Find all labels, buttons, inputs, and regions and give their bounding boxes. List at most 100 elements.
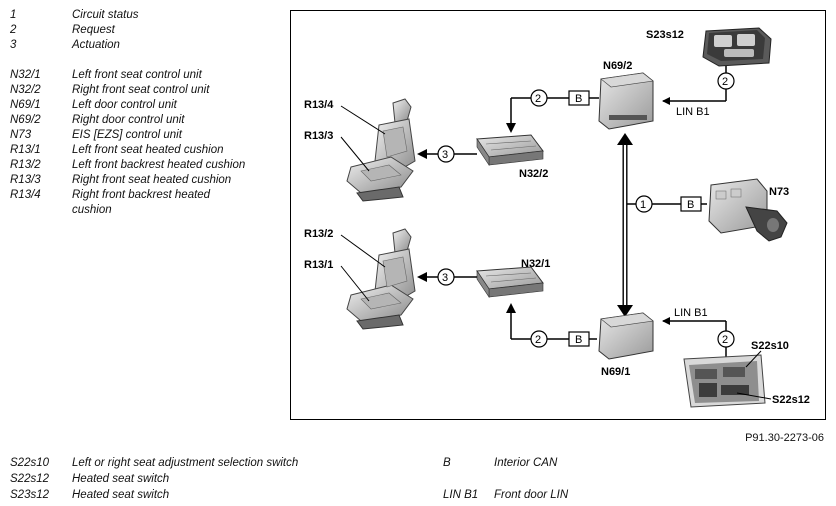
legend-text: Right front seat heated cushion bbox=[72, 174, 232, 186]
r13-1-label: R13/1 bbox=[304, 259, 333, 271]
legend-code: R13/1 bbox=[10, 144, 41, 156]
box-b-n73 bbox=[680, 196, 702, 212]
n32-1-unit bbox=[476, 266, 544, 298]
s23s12-switch bbox=[702, 27, 772, 67]
legend-code: R13/4 bbox=[10, 189, 41, 201]
legend-text: Right front backrest heated cushion bbox=[72, 189, 211, 216]
bottom-legend-code: LIN B1 bbox=[443, 489, 479, 501]
bottom-legend-code: B bbox=[443, 457, 451, 469]
n73-unit bbox=[708, 178, 788, 242]
legend-code: R13/2 bbox=[10, 159, 41, 171]
bottom-legend-text: Left or right seat adjustment selection … bbox=[72, 457, 299, 469]
circle-2-top bbox=[530, 89, 548, 107]
circle-3-top bbox=[437, 145, 455, 163]
circle-2-switch-label: 2 bbox=[722, 76, 728, 88]
lin-b1-top-label: LIN B1 bbox=[676, 106, 710, 118]
circle-1-label: 1 bbox=[640, 199, 646, 211]
legend-text: EIS [EZS] control unit bbox=[72, 129, 182, 141]
legend-row: R13/2 Left front backrest heated cushion bbox=[10, 158, 272, 173]
legend-row: N73 EIS [EZS] control unit bbox=[10, 128, 272, 143]
bottom-legend-code: S22s10 bbox=[10, 457, 50, 469]
circle-2-bottom-label: 2 bbox=[535, 334, 541, 346]
circle-3-top-label: 3 bbox=[442, 149, 448, 161]
diagram-frame: S23s12 2 LIN B1 N69/2 B 2 N32/2 3 R13/4 bbox=[290, 10, 826, 420]
legend-text: Left front seat heated cushion bbox=[72, 144, 224, 156]
r13-2-label: R13/2 bbox=[304, 228, 333, 240]
circle-2-s22-label: 2 bbox=[722, 334, 728, 346]
n69-2-label: N69/2 bbox=[603, 60, 632, 72]
bottom-legend-text: Heated seat switch bbox=[72, 473, 170, 485]
s22s12-label: S22s12 bbox=[772, 394, 810, 406]
s22s10-label: S22s10 bbox=[751, 340, 789, 352]
bottom-legend-row: S22s12 Heated seat switch bbox=[10, 471, 298, 487]
seat-left bbox=[346, 228, 416, 330]
legend-row: N32/2 Right front seat control unit bbox=[10, 83, 272, 98]
legend-row: N69/1 Left door control unit bbox=[10, 98, 272, 113]
n32-1-label: N32/1 bbox=[521, 258, 550, 270]
legend-code: R13/3 bbox=[10, 174, 41, 186]
box-b-n73-label: B bbox=[687, 199, 694, 211]
bottom-legend-right: B Interior CAN LIN B1 Front door LIN bbox=[443, 455, 568, 503]
bottom-legend-left: S22s10 Left or right seat adjustment sele… bbox=[10, 455, 298, 503]
r13-4-label: R13/4 bbox=[304, 99, 334, 111]
circle-2-switch bbox=[717, 72, 735, 90]
legend-row: 1 Circuit status bbox=[10, 8, 272, 23]
figure-reference: P91.30-2273-06 bbox=[745, 432, 824, 444]
legend-text: Actuation bbox=[72, 39, 120, 51]
legend-text: Left front seat control unit bbox=[72, 69, 202, 81]
bottom-legend-text: Heated seat switch bbox=[72, 489, 170, 501]
legend-text: Request bbox=[72, 24, 115, 36]
n69-1-label: N69/1 bbox=[601, 366, 630, 378]
bottom-legend-row: LIN B1 Front door LIN bbox=[443, 487, 568, 503]
legend-code: N69/1 bbox=[10, 99, 41, 111]
box-b-bottom bbox=[568, 331, 590, 347]
r13-3-label: R13/3 bbox=[304, 130, 333, 142]
n69-1-unit bbox=[598, 312, 654, 360]
s23s12-label: S23s12 bbox=[646, 29, 684, 41]
legend-code: N32/1 bbox=[10, 69, 41, 81]
legend-row: 3 Actuation bbox=[10, 38, 272, 53]
legend-code: 3 bbox=[10, 39, 17, 51]
n73-label: N73 bbox=[769, 186, 789, 198]
bottom-legend-row: B Interior CAN bbox=[443, 455, 568, 471]
box-b-top bbox=[568, 90, 590, 106]
legend-row: N69/2 Right door control unit bbox=[10, 113, 272, 128]
legend-code: N32/2 bbox=[10, 84, 41, 96]
circle-3-bottom-label: 3 bbox=[442, 272, 448, 284]
legend-code: 2 bbox=[10, 24, 17, 36]
legend-text: Circuit status bbox=[72, 9, 139, 21]
bottom-legend-text: Interior CAN bbox=[494, 457, 558, 469]
legend-text: Left front backrest heated cushion bbox=[72, 159, 246, 171]
bottom-legend-row: S22s10 Left or right seat adjustment sele… bbox=[10, 455, 298, 471]
bottom-legend-row: S23s12 Heated seat switch bbox=[10, 487, 298, 503]
circle-3-bottom bbox=[437, 268, 455, 286]
legend-row: R13/1 Left front seat heated cushion bbox=[10, 143, 272, 158]
n32-2-label: N32/2 bbox=[519, 168, 548, 180]
bottom-legend-code: S22s12 bbox=[10, 473, 50, 485]
circle-2-s22 bbox=[717, 330, 735, 348]
legend-text: Right door control unit bbox=[72, 114, 185, 126]
box-b-bottom-label: B bbox=[575, 334, 582, 346]
circle-2-top-label: 2 bbox=[535, 93, 541, 105]
s22-switch-panel bbox=[683, 354, 766, 408]
seat-right bbox=[346, 98, 416, 202]
legend-text: Right front seat control unit bbox=[72, 84, 210, 96]
legend-row: R13/3 Right front seat heated cushion bbox=[10, 173, 272, 188]
legend-code: 1 bbox=[10, 9, 17, 21]
legend-row: N32/1 Left front seat control unit bbox=[10, 68, 272, 83]
bottom-legend-code: S23s12 bbox=[10, 489, 50, 501]
n32-2-unit bbox=[476, 134, 544, 166]
bottom-legend-text: Front door LIN bbox=[494, 489, 569, 501]
legend-text: Left door control unit bbox=[72, 99, 177, 111]
legend-row: 2 Request bbox=[10, 23, 272, 38]
legend: 1 Circuit status 2 Request 3 Actuation N32/… bbox=[10, 8, 272, 218]
legend-row: R13/4 Right front backrest heated cushion bbox=[10, 188, 272, 218]
circle-1 bbox=[635, 195, 653, 213]
legend-code: N73 bbox=[10, 129, 32, 141]
circle-2-bottom bbox=[530, 330, 548, 348]
n69-2-unit bbox=[598, 72, 654, 130]
box-b-top-label: B bbox=[575, 93, 582, 105]
circuit-diagram: S23s12 2 LIN B1 N69/2 B 2 N32/2 3 R13/4 bbox=[304, 27, 810, 408]
lin-b1-bottom-label: LIN B1 bbox=[674, 307, 708, 319]
legend-code: N69/2 bbox=[10, 114, 41, 126]
